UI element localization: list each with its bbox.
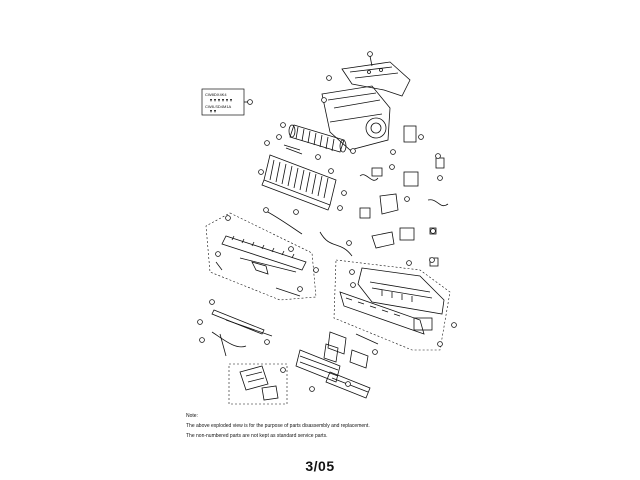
louver-and-filter-parts xyxy=(197,299,379,399)
screw-icons-row-1 xyxy=(210,99,232,102)
front-panel-assembly xyxy=(333,259,457,351)
notes-line-2: The non-numbered parts are not kept as s… xyxy=(186,433,328,439)
notes-heading: Note: xyxy=(186,413,198,419)
drain-pan-assembly xyxy=(205,207,319,301)
page-number: 3/05 xyxy=(305,458,335,474)
evaporator-coil xyxy=(258,134,337,215)
remote-controller-box xyxy=(228,363,288,405)
electrical-components xyxy=(319,149,449,267)
notes-line-1: The above exploded view is for the purpo… xyxy=(186,423,370,429)
callout-circle xyxy=(247,99,253,105)
screw-legend-box: CW8DX4K4 CW8-SD4M1A xyxy=(201,88,253,116)
screw-icons-row-2 xyxy=(210,110,216,113)
notes-section: Note: The above exploded view is for the… xyxy=(186,411,446,441)
mounting-plate xyxy=(341,51,411,97)
chassis-frame xyxy=(321,75,424,151)
legend-line-2: CW8-SD4M1A xyxy=(205,104,232,109)
legend-line-1: CW8DX4K4 xyxy=(205,92,227,97)
cross-flow-fan xyxy=(280,122,356,160)
